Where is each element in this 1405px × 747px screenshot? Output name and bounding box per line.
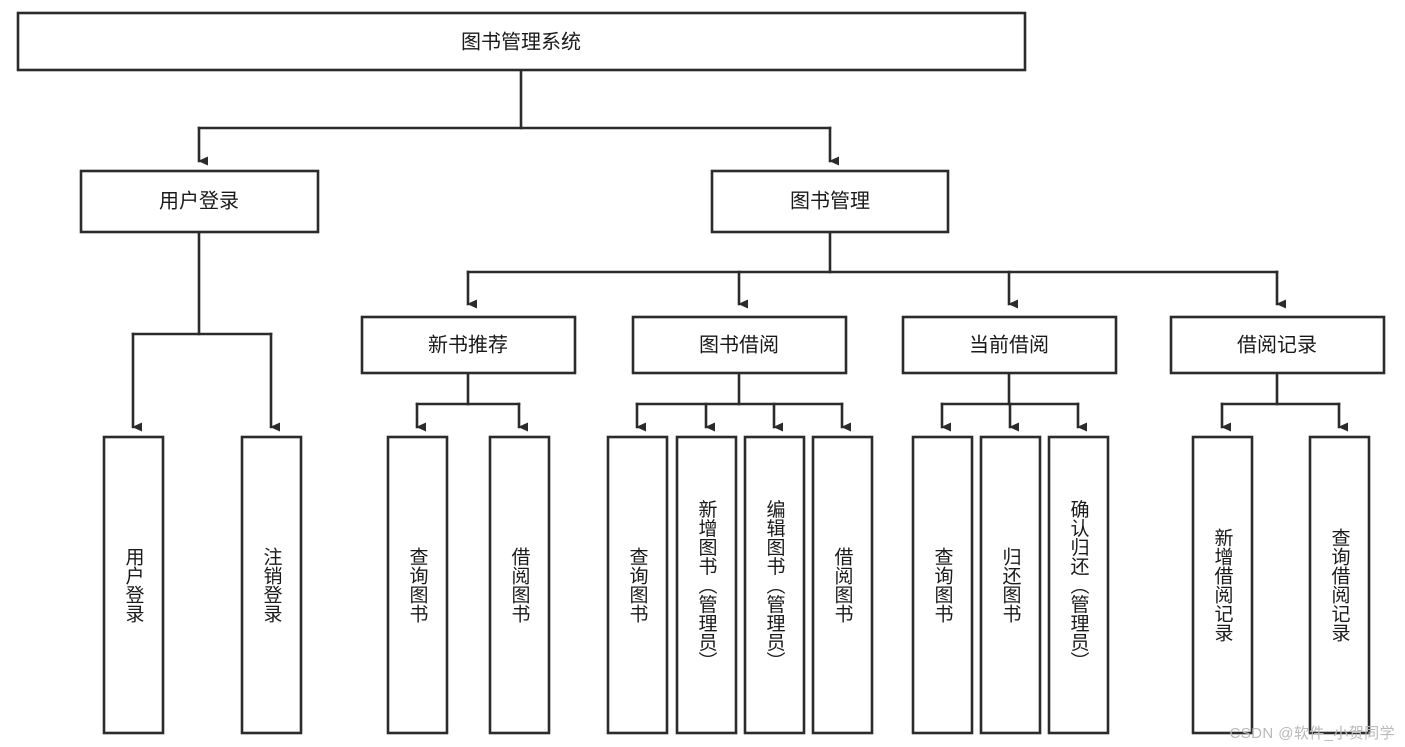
node-root-label: 图书管理系统 xyxy=(461,30,581,53)
edge-group-book-borrow xyxy=(635,371,851,432)
node-book-manage-box[interactable] xyxy=(710,169,950,234)
node-borrow-record-label: 借阅记录 xyxy=(1237,333,1317,356)
node-leaf-add-book-label: 新增图书（管理员） xyxy=(696,499,718,670)
node-root-box[interactable] xyxy=(16,11,1027,72)
node-leaf-query-record-box[interactable] xyxy=(1308,435,1371,735)
node-leaf-borrow-book-2-label: 借阅图书 xyxy=(832,547,854,623)
node-leaf-edit-book-box[interactable] xyxy=(743,435,806,735)
node-leaf-add-record[interactable]: 新增借阅记录 xyxy=(1191,435,1254,735)
node-leaf-return-book-box[interactable] xyxy=(979,435,1042,735)
node-borrow-record[interactable]: 借阅记录 xyxy=(1169,315,1386,375)
edge-group-book-manage xyxy=(466,230,1286,309)
edge-group-root xyxy=(197,68,839,166)
node-leaf-query-record[interactable]: 查询借阅记录 xyxy=(1308,435,1371,735)
node-book-borrow-label: 图书借阅 xyxy=(699,333,779,356)
node-leaf-add-record-label: 新增借阅记录 xyxy=(1212,528,1234,642)
node-leaf-add-book-box[interactable] xyxy=(675,435,738,735)
node-leaf-borrow-book-1-label: 借阅图书 xyxy=(509,547,531,623)
node-leaf-query-book-1-box[interactable] xyxy=(386,435,449,735)
node-leaf-edit-book[interactable]: 编辑图书（管理员） xyxy=(743,435,806,735)
node-leaf-add-book[interactable]: 新增图书（管理员） xyxy=(675,435,738,735)
node-leaf-user-login-label: 用户登录 xyxy=(123,547,145,623)
node-user-login-box[interactable] xyxy=(79,169,320,234)
node-leaf-return-book[interactable]: 归还图书 xyxy=(979,435,1042,735)
node-leaf-edit-book-label: 编辑图书（管理员） xyxy=(764,499,786,670)
node-leaf-confirm-return-box[interactable] xyxy=(1047,435,1110,735)
node-new-book-rec[interactable]: 新书推荐 xyxy=(360,315,577,375)
edge-group-current-borrow xyxy=(940,371,1087,432)
node-book-borrow-box[interactable] xyxy=(631,315,848,375)
edge-group-borrow-record xyxy=(1220,371,1348,432)
node-leaf-logout-box[interactable] xyxy=(240,435,303,735)
node-leaf-query-record-label: 查询借阅记录 xyxy=(1329,528,1351,642)
node-root[interactable]: 图书管理系统 xyxy=(16,11,1027,72)
node-leaf-query-book-3-box[interactable] xyxy=(911,435,974,735)
node-leaf-query-book-2[interactable]: 查询图书 xyxy=(606,435,669,735)
node-leaf-borrow-book-1-box[interactable] xyxy=(488,435,551,735)
node-leaf-confirm-return-label: 确认归还（管理员） xyxy=(1068,499,1090,670)
node-current-borrow[interactable]: 当前借阅 xyxy=(901,315,1118,375)
node-leaf-query-book-3[interactable]: 查询图书 xyxy=(911,435,974,735)
node-leaf-user-login[interactable]: 用户登录 xyxy=(102,435,165,735)
node-leaf-query-book-1[interactable]: 查询图书 xyxy=(386,435,449,735)
node-leaf-return-book-label: 归还图书 xyxy=(1000,547,1022,623)
node-leaf-add-record-box[interactable] xyxy=(1191,435,1254,735)
node-current-borrow-label: 当前借阅 xyxy=(969,333,1049,356)
node-book-manage-label: 图书管理 xyxy=(790,189,870,212)
node-user-login[interactable]: 用户登录 xyxy=(79,169,320,234)
edge-group-user-login xyxy=(131,230,280,432)
node-leaf-query-book-3-label: 查询图书 xyxy=(932,547,954,623)
edge-group-new-book-rec xyxy=(415,371,528,432)
node-leaf-logout-label: 注销登录 xyxy=(261,547,283,623)
node-current-borrow-box[interactable] xyxy=(901,315,1118,375)
node-leaf-borrow-book-2[interactable]: 借阅图书 xyxy=(811,435,874,735)
node-borrow-record-box[interactable] xyxy=(1169,315,1386,375)
node-leaf-query-book-1-label: 查询图书 xyxy=(407,547,429,623)
node-leaf-borrow-book-2-box[interactable] xyxy=(811,435,874,735)
node-book-manage[interactable]: 图书管理 xyxy=(710,169,950,234)
node-book-borrow[interactable]: 图书借阅 xyxy=(631,315,848,375)
node-leaf-query-book-2-box[interactable] xyxy=(606,435,669,735)
node-new-book-rec-box[interactable] xyxy=(360,315,577,375)
node-user-login-label: 用户登录 xyxy=(159,189,239,212)
node-leaf-confirm-return[interactable]: 确认归还（管理员） xyxy=(1047,435,1110,735)
node-leaf-query-book-2-label: 查询图书 xyxy=(627,547,649,623)
node-new-book-rec-label: 新书推荐 xyxy=(428,333,508,356)
node-leaf-borrow-book-1[interactable]: 借阅图书 xyxy=(488,435,551,735)
node-leaf-logout[interactable]: 注销登录 xyxy=(240,435,303,735)
node-leaf-user-login-box[interactable] xyxy=(102,435,165,735)
